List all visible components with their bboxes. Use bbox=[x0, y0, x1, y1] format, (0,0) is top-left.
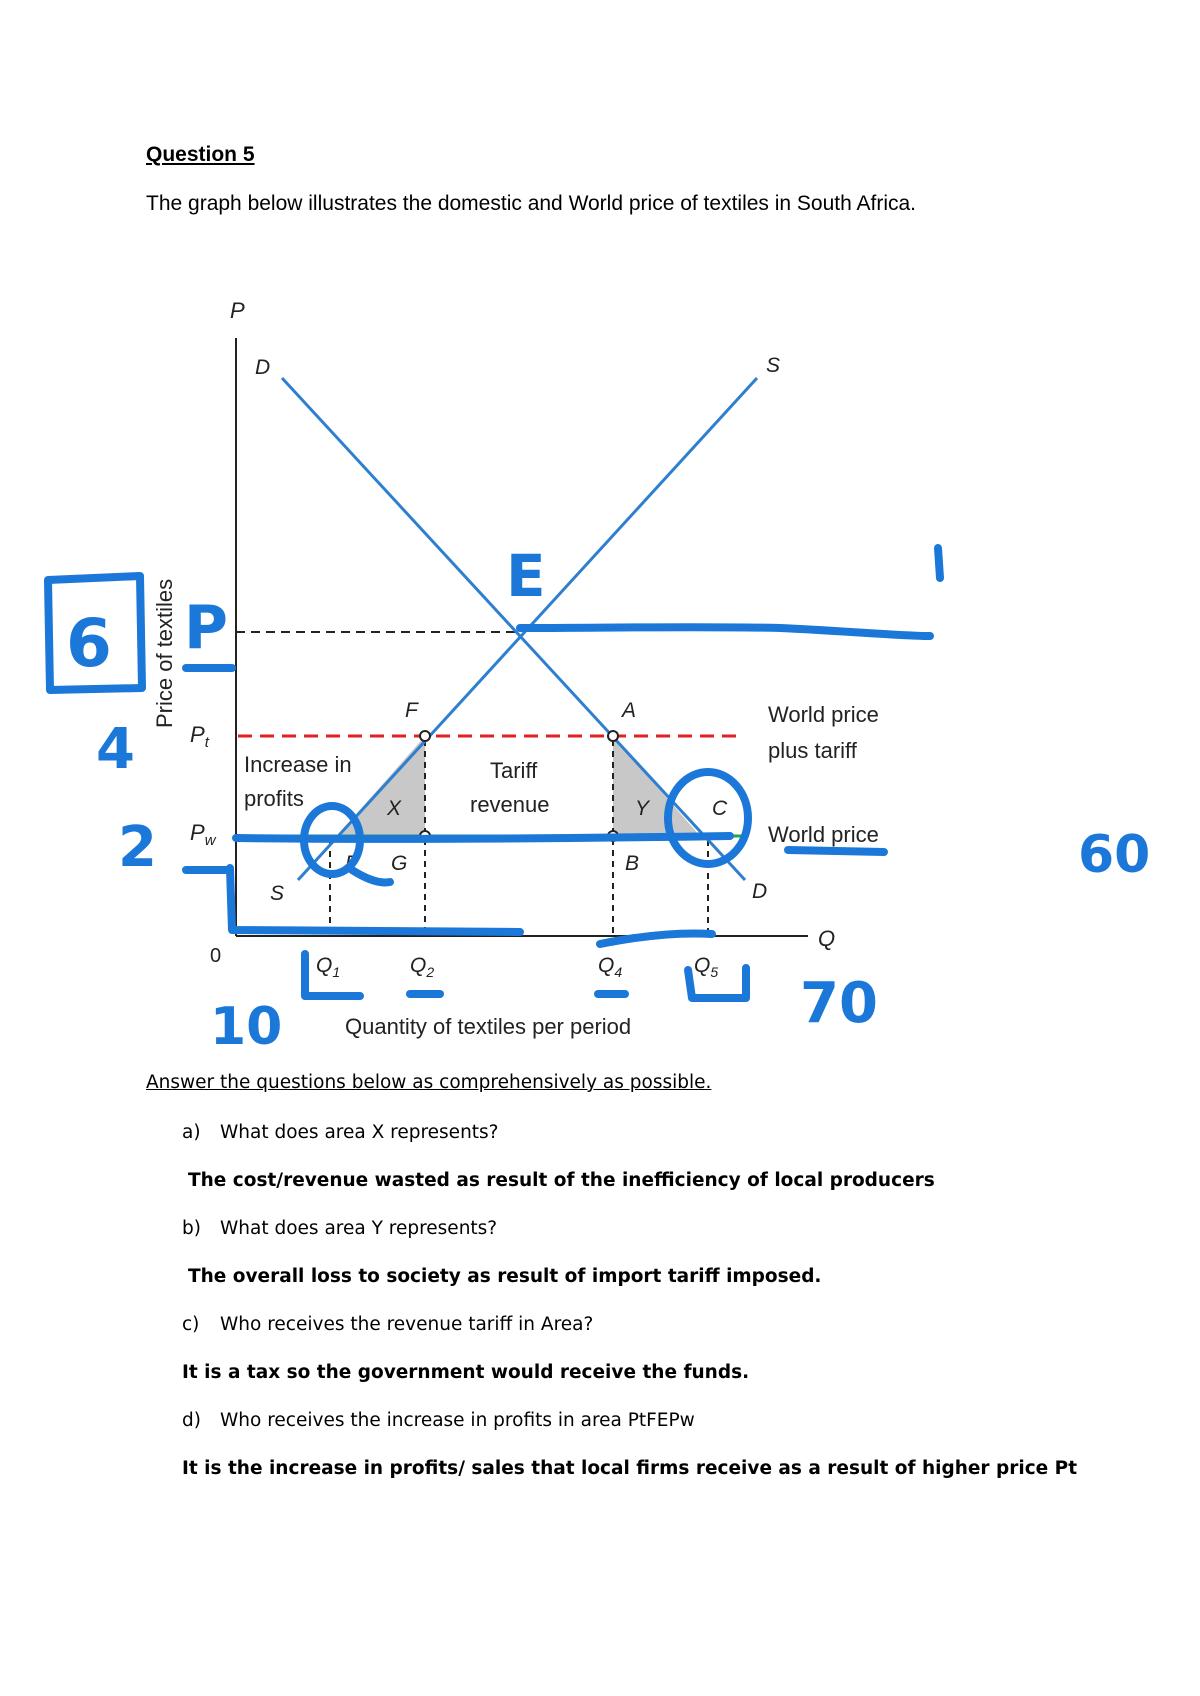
hw-circle-e bbox=[300, 802, 364, 878]
hw-right-bracket bbox=[596, 929, 716, 948]
q2-label: Q2 bbox=[410, 954, 434, 980]
q4-label: Q4 bbox=[598, 954, 622, 980]
hw-q5-value: 70 bbox=[800, 971, 878, 1036]
question-b-text: What does area Y represents? bbox=[220, 1218, 498, 1239]
point-f bbox=[419, 730, 431, 742]
pw-label: Pw bbox=[190, 820, 217, 849]
hw-mark-1 bbox=[934, 544, 944, 582]
question-c: c) Who receives the revenue tariff in Are… bbox=[182, 1314, 593, 1335]
point-a bbox=[607, 730, 619, 742]
question-c-letter: c) bbox=[182, 1314, 200, 1335]
hw-equilibrium-letter: E bbox=[506, 542, 546, 610]
hw-equilibrium-line bbox=[516, 623, 934, 640]
world-plus-tariff-line1: World price bbox=[768, 702, 879, 727]
point-c-label: C bbox=[712, 797, 728, 820]
x-axis-title: Quantity of textiles per period bbox=[345, 1014, 631, 1039]
answer-c: It is a tax so the government would rece… bbox=[182, 1362, 750, 1383]
demand-label-top: D bbox=[255, 356, 270, 379]
hw-world-price-line bbox=[232, 832, 734, 843]
question-d-text: Who receives the increase in profits in … bbox=[220, 1410, 695, 1431]
hw-q1-value: 10 bbox=[210, 997, 282, 1057]
question-d-letter: d) bbox=[182, 1410, 201, 1431]
hw-letter-p: P bbox=[184, 593, 228, 663]
hw-q1-mark bbox=[301, 950, 364, 1000]
demand-label-bottom: D bbox=[752, 880, 767, 903]
q5-label: Q5 bbox=[694, 954, 718, 980]
hw-left-bracket bbox=[226, 864, 524, 936]
hw-box-number: 6 bbox=[66, 605, 112, 682]
origin-label: 0 bbox=[210, 945, 221, 967]
supply-label-bottom: S bbox=[270, 882, 284, 905]
question-a: a) What does area X represents? bbox=[182, 1122, 499, 1143]
x-axis-letter: Q bbox=[818, 926, 835, 951]
point-g-label: G bbox=[391, 852, 407, 875]
pt-label: Pt bbox=[190, 722, 210, 751]
hw-price-pw-value: 2 bbox=[118, 815, 157, 880]
area-x bbox=[337, 736, 425, 836]
question-intro: The graph below illustrates the domestic… bbox=[146, 192, 916, 215]
hw-price-pt-value: 4 bbox=[96, 717, 135, 782]
area-x-label: X bbox=[386, 797, 402, 820]
y-axis-title: Price of textiles bbox=[152, 579, 177, 728]
tariff-revenue-line1: Tariff bbox=[490, 758, 538, 783]
hw-mark-60: 60 bbox=[1078, 825, 1150, 885]
y-axis-letter: P bbox=[230, 298, 245, 323]
handwritten-annotations bbox=[44, 544, 944, 1002]
point-f-label: F bbox=[405, 699, 419, 722]
area-y-label: Y bbox=[635, 797, 651, 820]
point-b-label: B bbox=[625, 852, 639, 875]
hw-circle-c bbox=[664, 768, 752, 868]
increase-profits-line1: Increase in bbox=[244, 752, 352, 777]
question-a-text: What does area X represents? bbox=[220, 1122, 499, 1143]
question-d: d) Who receives the increase in profits i… bbox=[182, 1410, 695, 1431]
answer-a: The cost/revenue wasted as result of the… bbox=[188, 1170, 935, 1191]
point-a-label: A bbox=[620, 699, 636, 722]
question-b-letter: b) bbox=[182, 1218, 201, 1239]
answer-b: The overall loss to society as result of… bbox=[188, 1266, 822, 1287]
hw-circle-e-tail bbox=[348, 866, 394, 887]
demand-curve bbox=[280, 376, 747, 882]
increase-profits-line2: profits bbox=[244, 786, 304, 811]
tariff-revenue-line2: revenue bbox=[470, 792, 550, 817]
world-plus-tariff-line2: plus tariff bbox=[768, 738, 858, 763]
question-a-letter: a) bbox=[182, 1122, 201, 1143]
world-price-label: World price bbox=[768, 822, 879, 847]
hw-box bbox=[44, 572, 146, 694]
answer-d: It is the increase in profits/ sales tha… bbox=[182, 1458, 1078, 1479]
hw-world-price-underline bbox=[784, 846, 888, 856]
instruction: Answer the questions below as comprehens… bbox=[146, 1072, 712, 1093]
hw-q5-box bbox=[684, 964, 750, 1002]
q1-label: Q1 bbox=[316, 954, 340, 980]
supply-label-top: S bbox=[766, 354, 780, 377]
question-c-text: Who receives the revenue tariff in Area? bbox=[220, 1314, 594, 1335]
question-title: Question 5 bbox=[146, 143, 255, 166]
question-b: b) What does area Y represents? bbox=[182, 1218, 497, 1239]
